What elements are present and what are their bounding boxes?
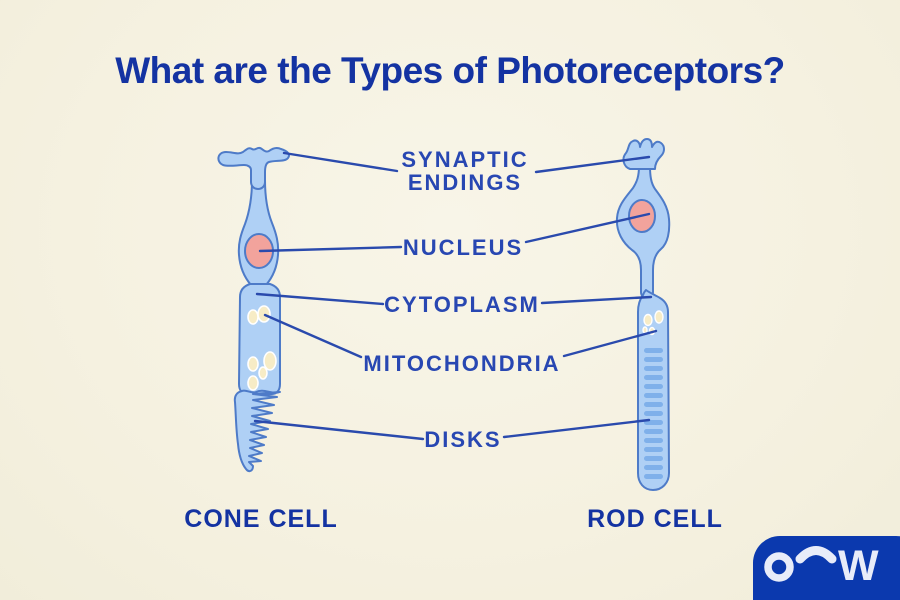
logo-letter-o-icon — [764, 552, 794, 582]
cone-mitochondrion — [257, 305, 271, 323]
cone-outer-segment-disks — [233, 389, 281, 473]
label-mitochondria: MITOCHONDRIA — [363, 351, 561, 376]
logo-badge: W — [753, 536, 900, 600]
cone-synaptic-endings — [217, 146, 291, 190]
leader-synaptic-cone — [282, 151, 399, 173]
label-nucleus: NUCLEUS — [402, 235, 524, 260]
cone-mitochondria — [247, 305, 277, 391]
cone-mitochondrion — [247, 356, 259, 372]
cone-cell-illustration — [217, 146, 291, 473]
rod-synaptic-endings — [622, 138, 665, 170]
logo-mark: W — [764, 542, 879, 590]
rod-mitochondrion — [643, 313, 653, 327]
leader-nucleus-cone — [258, 245, 403, 253]
cone-cell-name: CONE CELL — [184, 505, 338, 533]
leader-synaptic-rod — [534, 155, 651, 174]
rod-mitochondrion — [642, 326, 648, 334]
rod-mitochondria — [642, 310, 664, 336]
cone-mitochondrion — [258, 366, 268, 380]
cone-mitochondrion — [247, 375, 259, 391]
leader-cytoplasm-rod — [540, 295, 653, 305]
leader-nucleus-rod — [524, 212, 651, 244]
cone-mitochondrion — [247, 309, 259, 325]
label-synaptic-endings: SYNAPTIC ENDINGS — [401, 148, 528, 194]
logo-letter-w: W — [838, 542, 879, 590]
logo-arc-icon — [795, 546, 837, 564]
rod-cell-name: ROD CELL — [587, 505, 723, 533]
leader-mitochondria-cone — [263, 313, 363, 359]
cone-mitochondrion — [263, 351, 277, 371]
label-synaptic-endings-line2: ENDINGS — [407, 170, 523, 195]
leader-lines — [253, 151, 658, 441]
rod-mitochondrion — [654, 310, 664, 324]
label-cytoplasm: CYTOPLASM — [384, 292, 540, 317]
leader-cytoplasm-cone — [255, 292, 385, 306]
leader-mitochondria-rod — [562, 329, 658, 358]
label-disks: DISKS — [424, 427, 502, 452]
rod-disk-stripes — [644, 348, 663, 479]
leader-disks-cone — [253, 419, 425, 441]
label-synaptic-endings-line1: SYNAPTIC — [401, 147, 529, 172]
rod-cell-illustration — [615, 138, 671, 491]
page-title: What are the Types of Photoreceptors? — [115, 50, 785, 91]
leader-disks-rod — [502, 418, 651, 439]
